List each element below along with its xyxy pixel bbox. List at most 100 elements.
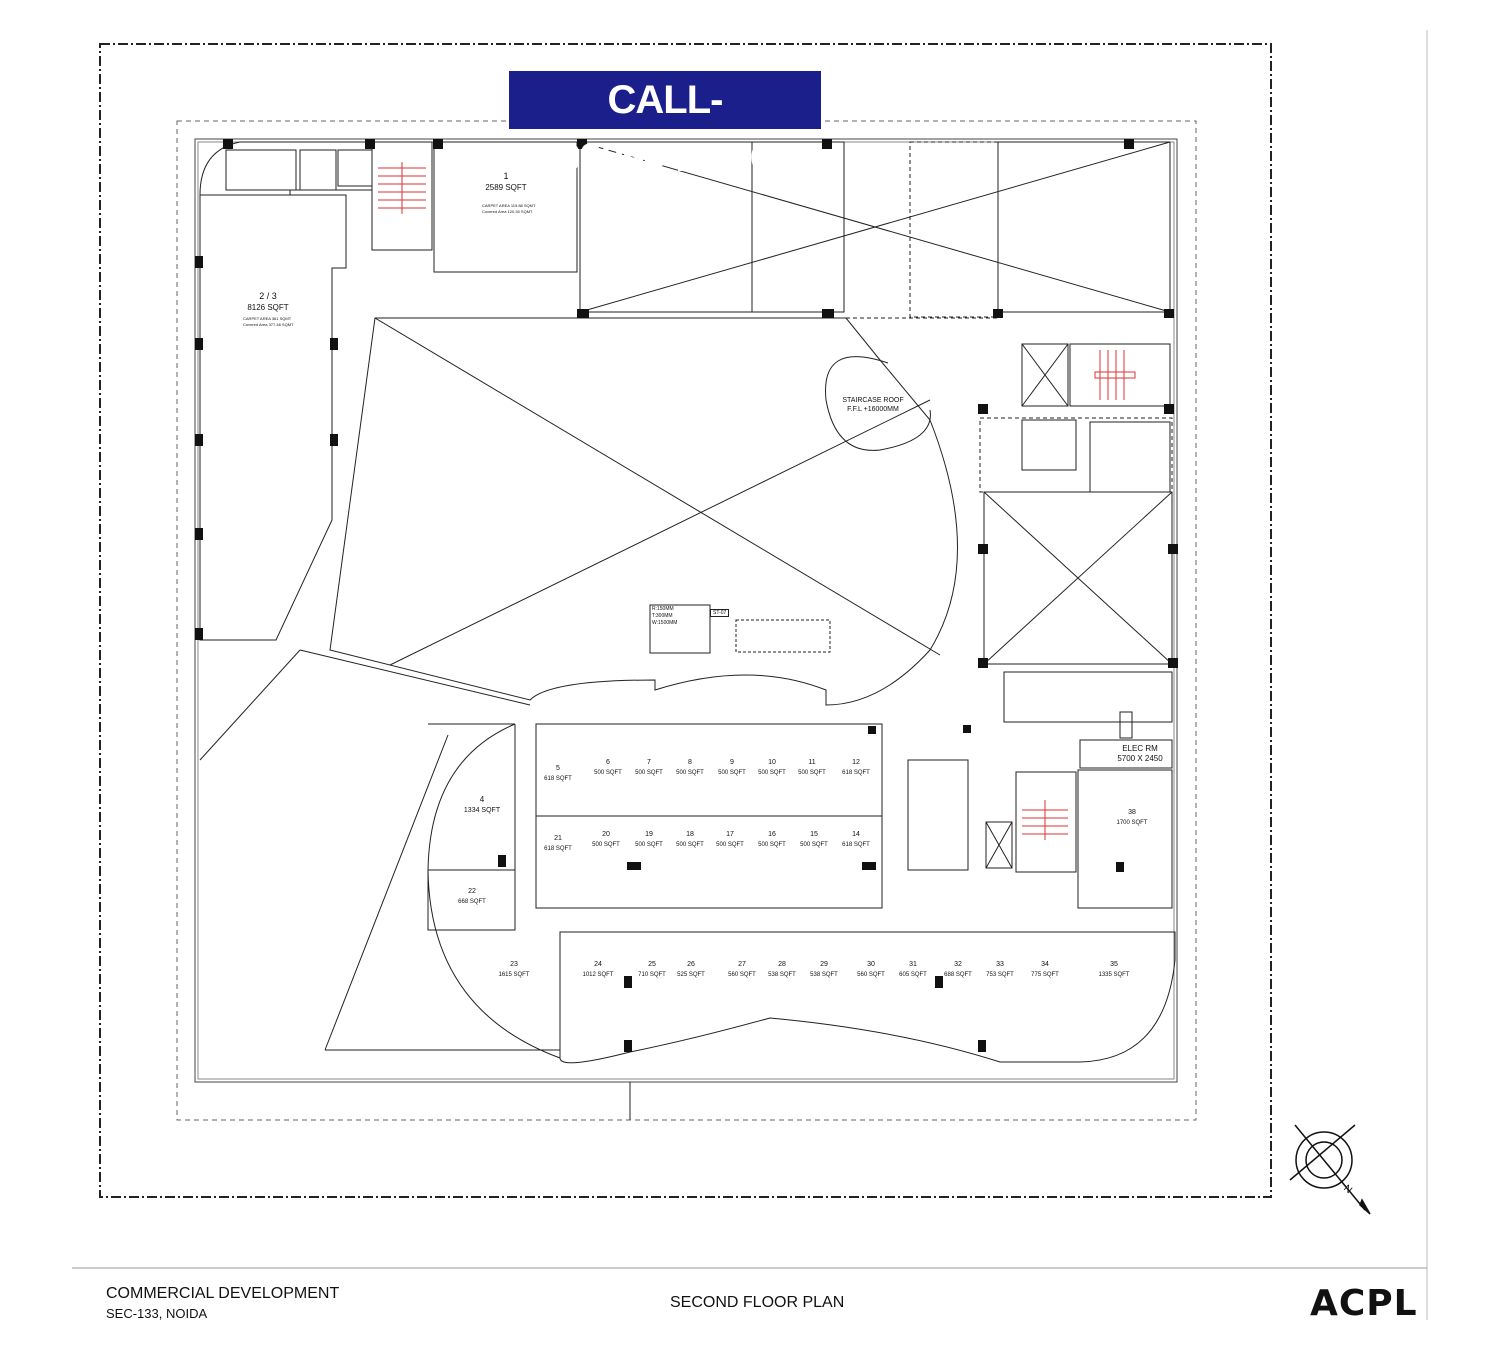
unit-area: 753 SQFT [986,972,1014,978]
label-staircase-roof: STAIRCASE ROOF F.F.L +16000MM [832,396,914,414]
unit-number: 20 [602,831,610,838]
unit-1-carpet: CARPET AREA 119.88 SQMT [482,203,536,208]
unit-area: 500 SQFT [676,770,704,776]
unit-area: 538 SQFT [810,972,838,978]
atrium-void [329,317,958,706]
staircase-roof-line1: STAIRCASE ROOF [842,397,904,404]
unit-number: 21 [554,835,562,842]
unit-number: 38 [1128,809,1136,816]
elec-rm-line2: 5700 X 2450 [1117,754,1163,763]
unit-label: 32 688 SQFT [918,960,998,980]
unit-area: 500 SQFT [758,770,786,776]
unit-area: 500 SQFT [635,842,663,848]
unit-label: 27 560 SQFT [702,960,782,980]
unit-area: 668 SQFT [458,899,486,905]
site-boundary [99,43,1272,1198]
unit-1-subtext: CARPET AREA 119.88 SQMT Covered Area 120… [482,203,535,215]
unit-number: 7 [647,759,651,766]
unit-number: 14 [852,831,860,838]
unit-number: 26 [687,961,695,968]
unit-label: 24 1012 SQFT [558,960,638,980]
unit-number: 28 [778,961,786,968]
unit-number: 9 [730,759,734,766]
unit-area: 710 SQFT [638,972,666,978]
unit-area: 560 SQFT [728,972,756,978]
unit-number: 1 [503,171,509,181]
unit-label: 14 618 SQFT [816,830,896,850]
unit-2-3-outline [199,194,347,641]
unit-number: 2 / 3 [259,291,277,301]
unit-area: 688 SQFT [944,972,972,978]
unit-number: 24 [594,961,602,968]
unit-number: 5 [556,765,560,772]
unit-area: 500 SQFT [758,842,786,848]
unit-label: 2 / 3 8126 SQFT [228,290,308,314]
unit-number: 8 [688,759,692,766]
unit-number: 29 [820,961,828,968]
unit-area: 1012 SQFT [582,972,614,978]
unit-label: 6 500 SQFT [568,758,648,778]
unit-number: 12 [852,759,860,766]
unit-2-3-carpet: CARPET AREA 361 SQMT [243,316,292,321]
company-logo: ACPL [1310,1283,1418,1324]
unit-number: 6 [606,759,610,766]
unit-label: 12 618 SQFT [816,758,896,778]
unit-area: 618 SQFT [842,770,870,776]
unit-area: 775 SQFT [1031,972,1059,978]
unit-number: 34 [1041,961,1049,968]
elec-rm-line1: ELEC RM [1122,744,1158,753]
unit-number: 18 [686,831,694,838]
sheet-title: SECOND FLOOR PLAN [670,1294,845,1311]
unit-number: 32 [954,961,962,968]
unit-1-outline [433,141,578,273]
unit-area: 618 SQFT [544,776,572,782]
unit-label: 35 1335 SQFT [1074,960,1154,980]
unit-area: 500 SQFT [676,842,704,848]
project-location: SEC-133, NOIDA [106,1306,208,1321]
unit-area: 1335 SQFT [1098,972,1130,978]
unit-number: 33 [996,961,1004,968]
unit-area: 618 SQFT [842,842,870,848]
unit-label: 9 500 SQFT [692,758,772,778]
title-block: COMMERCIAL DEVELOPMENT SEC-133, NOIDA [106,1284,339,1324]
stair-width: W:1500MM [652,620,678,626]
label-elec-room: ELEC RM 5700 X 2450 [1108,744,1172,764]
unit-area: 2589 SQFT [485,183,527,192]
stair-tread: T:300MM [652,613,673,619]
unit-label: 20 500 SQFT [566,830,646,850]
unit-label: 18 500 SQFT [650,830,730,850]
unit-area: 1615 SQFT [498,972,530,978]
unit-area: 500 SQFT [718,770,746,776]
unit-number: 27 [738,961,746,968]
unit-label: 8 500 SQFT [650,758,730,778]
unit-area: 500 SQFT [716,842,744,848]
stair-riser: R:150MM [652,606,674,612]
unit-number: 15 [810,831,818,838]
unit-number: 35 [1110,961,1118,968]
stair-tag: ST-07 [710,609,730,617]
unit-area: 8126 SQFT [247,303,289,312]
unit-1-covered: Covered Area 120.30 SQMT [482,209,533,214]
unit-area: 538 SQFT [768,972,796,978]
unit-area: 560 SQFT [857,972,885,978]
stair-spec: R:150MM T:300MM W:1500MM [652,606,677,627]
unit-number: 19 [645,831,653,838]
building-outline [194,138,1178,1083]
unit-area: 500 SQFT [592,842,620,848]
unit-area: 500 SQFT [594,770,622,776]
unit-area: 500 SQFT [635,770,663,776]
